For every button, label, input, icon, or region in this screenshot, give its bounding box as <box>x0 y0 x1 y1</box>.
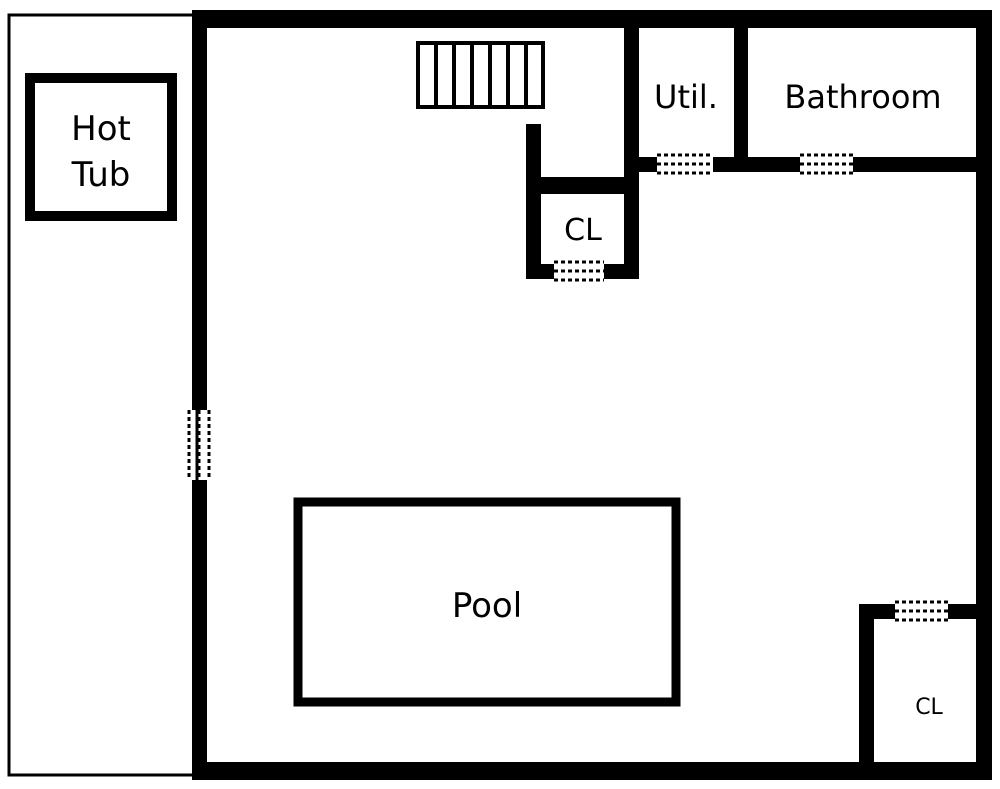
bathroom-door <box>800 153 853 175</box>
exterior-walls <box>192 10 992 780</box>
hot-tub-label-line2: Tub <box>71 155 131 195</box>
wall-right <box>976 10 992 780</box>
hot-tub-label-line1: Hot <box>71 109 131 149</box>
pool <box>293 497 681 707</box>
hot-tub <box>25 73 177 221</box>
closet-lower-walls <box>859 604 983 774</box>
stairs-icon <box>416 41 545 109</box>
wall-top <box>192 10 992 28</box>
bathroom-label: Bathroom <box>784 78 941 116</box>
closet-lower-label: CL <box>915 695 943 720</box>
pool-label: Pool <box>452 586 522 626</box>
closet-upper-door <box>554 260 604 282</box>
closet-upper-walls <box>526 20 639 279</box>
utility-door <box>657 153 713 175</box>
wall-left-upper <box>192 10 207 410</box>
closet-lower-door <box>895 600 948 622</box>
wall-left-lower <box>192 480 207 780</box>
door-west <box>187 410 211 480</box>
utility-label: Util. <box>654 78 718 116</box>
closet-upper-label: CL <box>564 213 602 248</box>
utility-bathroom-walls <box>624 20 983 172</box>
wall-bottom <box>192 762 992 780</box>
